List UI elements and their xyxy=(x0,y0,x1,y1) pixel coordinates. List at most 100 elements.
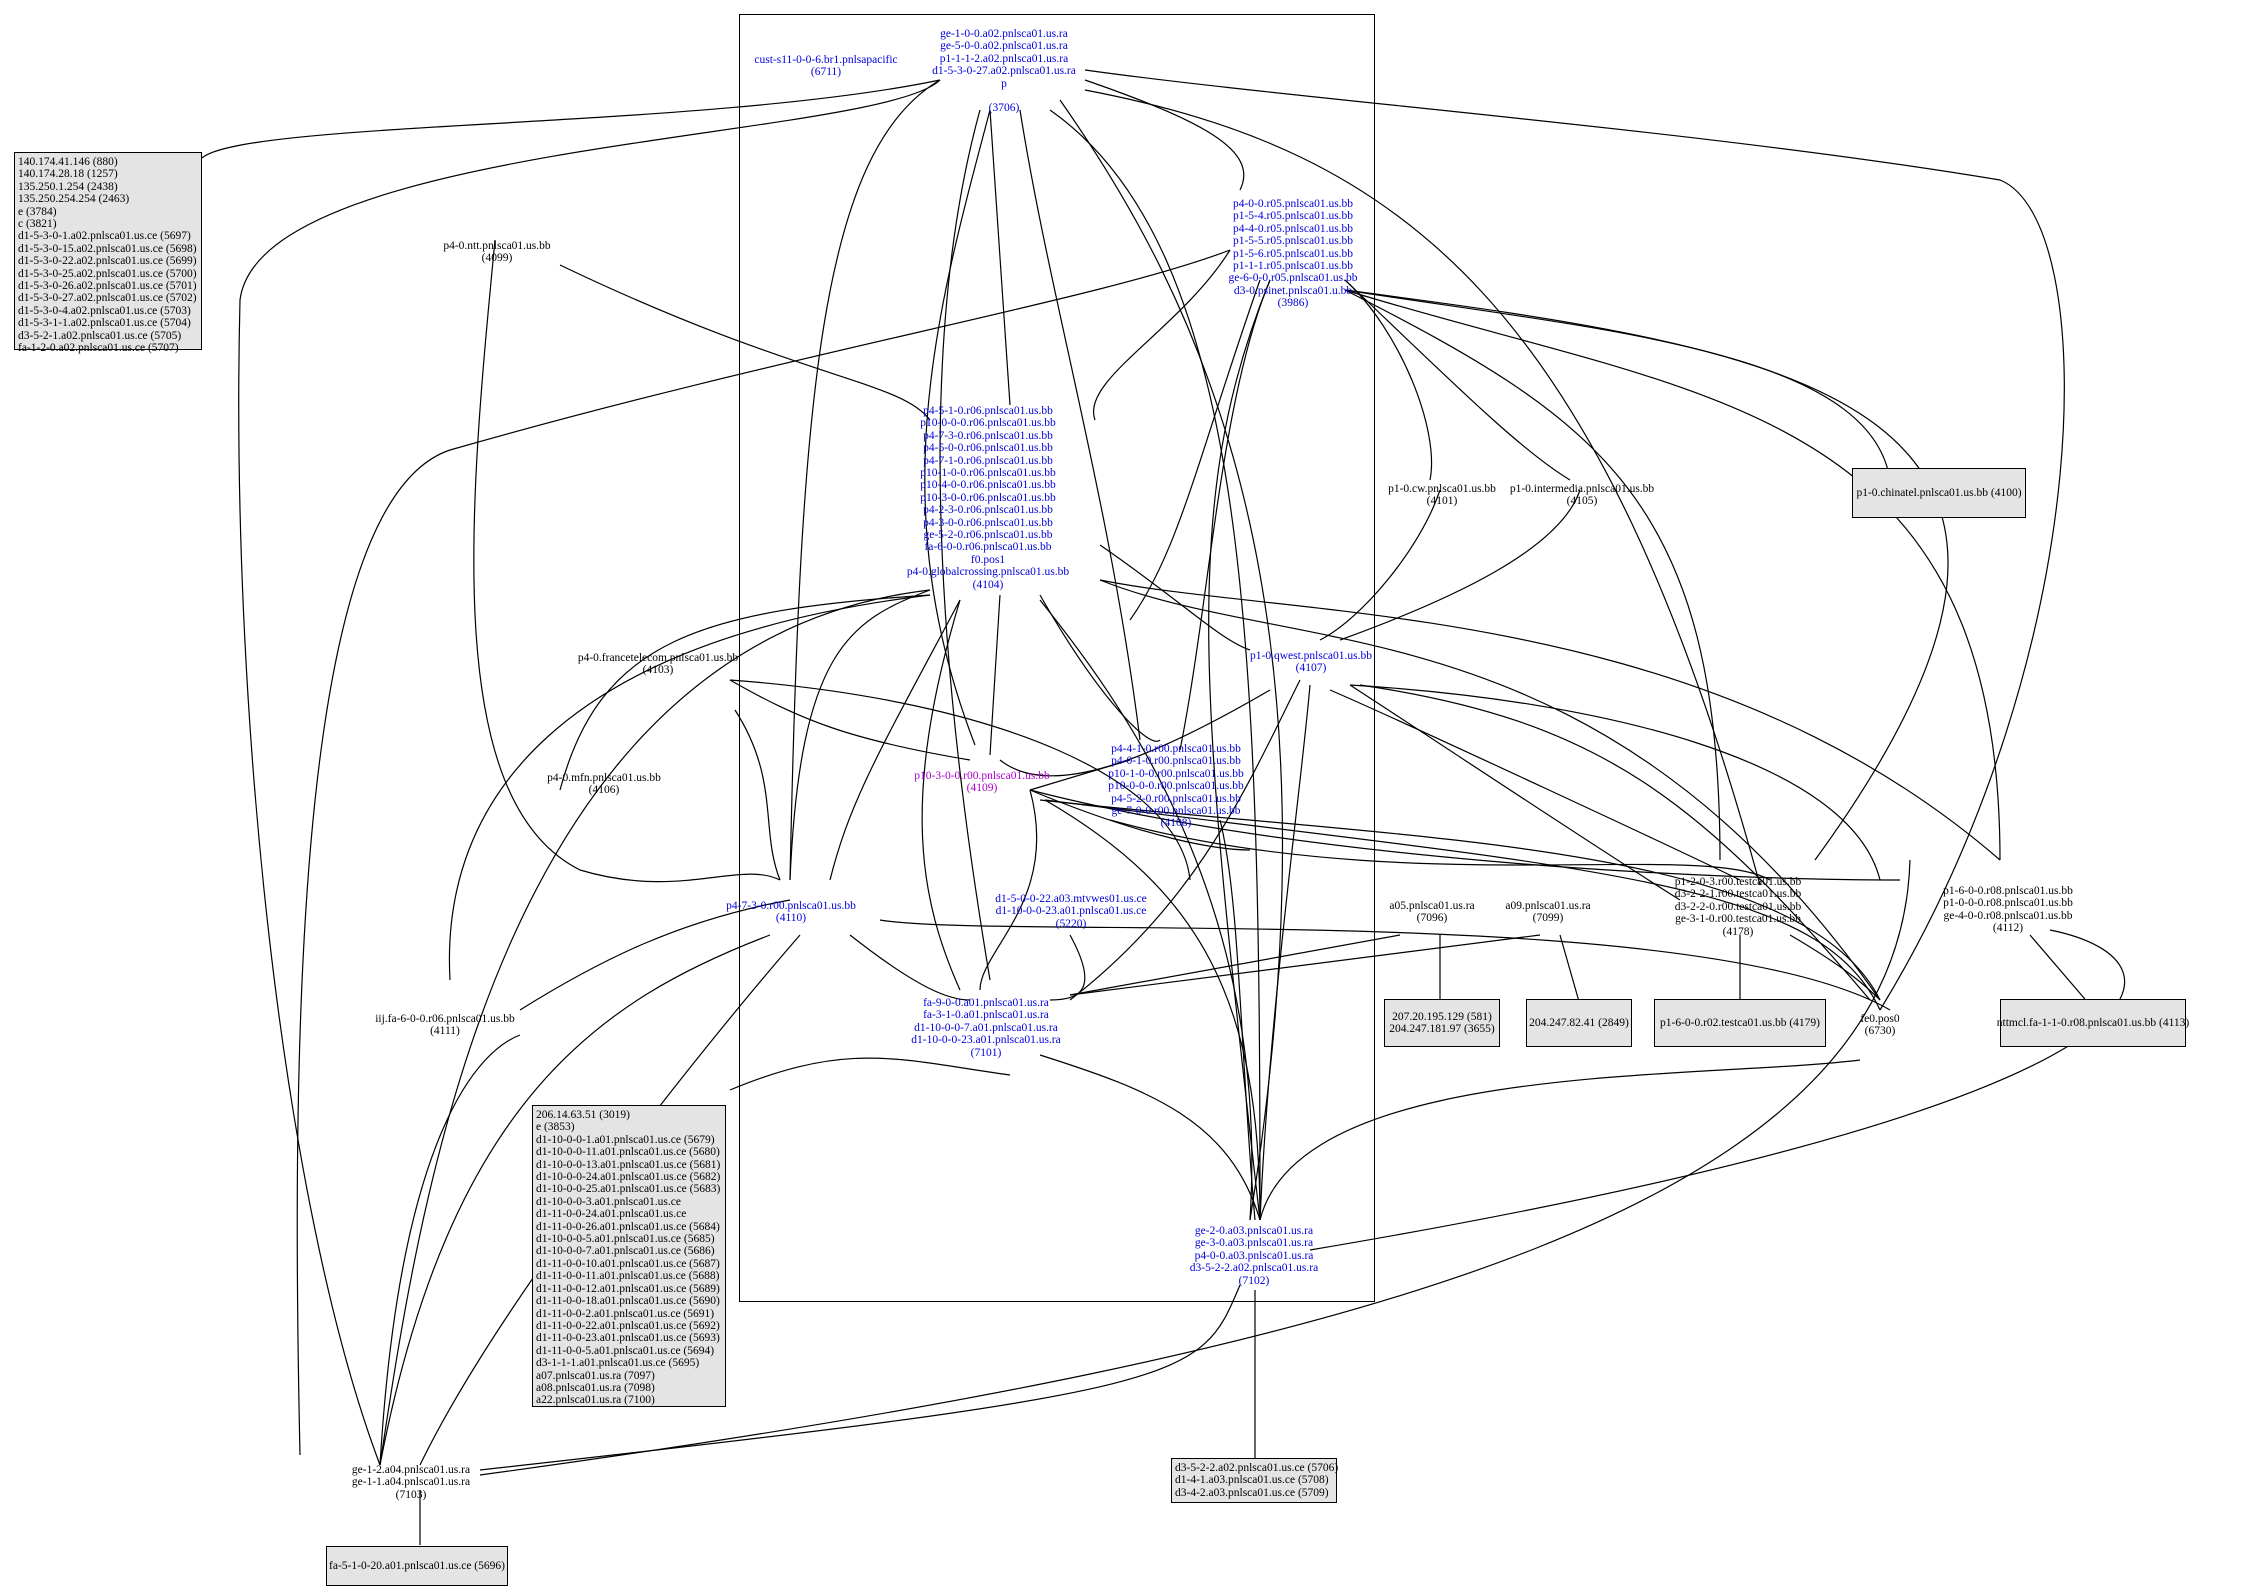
graph-edge xyxy=(1084,89,1761,886)
graph-edge xyxy=(1049,934,1086,1001)
graph-node: p10-3-0-0.r00.pnlsca01.us.bb(4109) xyxy=(914,770,1049,795)
box-label-line: d1-5-3-0-1.a02.pnlsca01.us.ce (5697) xyxy=(18,230,191,243)
node-label-line: p4-5-1-0.r06.pnlsca01.us.bb xyxy=(923,405,1053,417)
node-label-line: p10-0-0-0.r00.pnlsca01.us.bb xyxy=(1108,780,1244,793)
graph-edge xyxy=(1344,289,1891,481)
node-label-line: (7102) xyxy=(1238,1274,1270,1287)
box-label-line: d1-11-0-0-2.a01.pnlsca01.us.ce (5691) xyxy=(536,1307,715,1320)
box-label-line: d1-4-1.a03.pnlsca01.us.ce (5708) xyxy=(1175,1474,1329,1487)
node-label-line: (7103) xyxy=(395,1488,427,1501)
node-label-line: p4-0-0.r05.pnlsca01.us.bb xyxy=(1232,198,1354,210)
address-box: nttmcl.fa-1-1-0.r08.pnlsca01.us.bb (4113… xyxy=(1996,999,2190,1047)
box-label-line: nttmcl.fa-1-1-0.r08.pnlsca01.us.bb (4113… xyxy=(1996,1016,2190,1029)
box-label-line: d1-10-0-0-1.a01.pnlsca01.us.ce (5679) xyxy=(536,1133,715,1146)
graph-edge xyxy=(1259,684,1311,1221)
box-label-line: 140.174.41.146 (880) xyxy=(18,156,118,168)
box-label-line: d1-11-0-0-22.a01.pnlsca01.us.ce (5692) xyxy=(536,1319,720,1332)
box-label-line: a08.pnlsca01.us.ra (7098) xyxy=(536,1381,655,1394)
node-label-line: (3706) xyxy=(988,102,1020,115)
graph-edge xyxy=(729,1057,1011,1091)
node-label-line: fa-6-0-0.r06.pnlsca01.us.bb xyxy=(924,541,1052,554)
graph-node: p4-0.francetelecom.pnlsca01.us.bb(4103) xyxy=(578,652,738,677)
graph-edge xyxy=(989,109,1011,406)
graph-edge xyxy=(519,899,791,1011)
graph-edge xyxy=(479,859,1911,1476)
box-label-line: d1-5-3-0-15.a02.pnlsca01.us.ce (5698) xyxy=(18,242,197,255)
node-label-line: p10-0-0-0.r06.pnlsca01.us.bb xyxy=(920,417,1056,430)
graph-edge xyxy=(1049,109,1261,1221)
node-label-line: f0.pos1 xyxy=(970,553,1006,566)
graph-node: p4-0.mfn.pnlsca01.us.bb(4106) xyxy=(547,772,661,797)
graph-edge xyxy=(1109,819,1771,881)
node-label-line: (4101) xyxy=(1426,495,1458,508)
node-label-line: fa-9-0-0.a01.pnlsca01.us.ra xyxy=(923,997,1049,1009)
graph-edge xyxy=(1092,249,1231,421)
node-label-line: p1-0.qwest.pnlsca01.us.bb xyxy=(1249,650,1373,662)
box-label-line: 135.250.1.254 (2438) xyxy=(18,180,118,193)
box-label-line: d1-10-0-0-7.a01.pnlsca01.us.ce (5686) xyxy=(536,1245,715,1258)
graph-edge xyxy=(989,594,1001,756)
address-box: p1-0.chinatel.pnlsca01.us.bb (4100) xyxy=(1852,468,2026,518)
node-label-line: (4109) xyxy=(966,782,998,795)
node-label-line: p4-0.globalcrossing.pnlsca01.us.bb xyxy=(906,566,1070,579)
node-label-line: p10-4-0-0.r06.pnlsca01.us.bb xyxy=(920,479,1056,492)
box-label-line: d1-11-0-0-11.a01.pnlsca01.us.ce (5688) xyxy=(536,1270,720,1283)
node-label-line: ge-4-0-0.r08.pnlsca01.us.bb xyxy=(1943,909,2073,922)
node-label-line: (4104) xyxy=(972,578,1004,591)
graph-edge xyxy=(1019,109,1141,741)
node-label-line: (4111) xyxy=(430,1025,460,1038)
graph-edge xyxy=(1179,279,1271,751)
node-label-line: cust-s11-0-0-6.br1.pnlsapacific xyxy=(754,54,898,66)
node-label-line: p4-2-3-0.r06.pnlsca01.us.bb xyxy=(923,504,1053,517)
graph-edge xyxy=(1029,789,1901,881)
node-label-line: fe0.pos0 xyxy=(1860,1013,1900,1025)
box-label-line: 204.247.82.41 (2849) xyxy=(1529,1016,1629,1029)
node-label-line: p4-5-0-0.r06.pnlsca01.us.bb xyxy=(923,442,1053,455)
graph-node: a09.pnlsca01.us.ra(7099) xyxy=(1505,900,1590,925)
node-label-line: (5220) xyxy=(1055,917,1087,930)
box-label-line: e (3784) xyxy=(18,205,57,218)
graph-edge xyxy=(979,789,1038,991)
box-label-line: d1-10-0-0-3.a01.pnlsca01.us.ce xyxy=(536,1195,681,1208)
box-label-line: d1-11-0-0-24.a01.pnlsca01.us.ce xyxy=(536,1208,687,1221)
box-label-line: a22.pnlsca01.us.ra (7100) xyxy=(536,1394,655,1407)
graph-edge xyxy=(789,589,931,881)
graph-edge xyxy=(199,79,941,161)
graph-edge xyxy=(1039,599,1253,1221)
graph-edge xyxy=(1084,79,1245,191)
graph-edge xyxy=(1059,99,1284,1221)
node-label-line: p4-0.francetelecom.pnlsca01.us.bb xyxy=(577,652,739,664)
graph-node: p1-0.qwest.pnlsca01.us.bb(4107) xyxy=(1250,650,1372,675)
graph-edge xyxy=(1029,759,1131,791)
node-label-line: p4-4-0.r05.pnlsca01.us.bb xyxy=(1232,222,1354,235)
box-label-line: d1-10-0-0-24.a01.pnlsca01.us.ce (5682) xyxy=(536,1171,721,1184)
graph-edge xyxy=(1309,929,2126,1251)
box-label-line: a07.pnlsca01.us.ra (7097) xyxy=(536,1369,655,1382)
graph-edge xyxy=(1344,279,1433,481)
box-label-line: d1-5-3-0-25.a02.pnlsca01.us.ce (5700) xyxy=(18,267,197,280)
box-label-line: d1-5-3-1-1.a02.pnlsca01.us.ce (5704) xyxy=(18,317,191,330)
node-label-line: ge-7-0-0.r00.pnlsca01.us.bb xyxy=(1111,805,1241,818)
box-label-line: d3-5-2-2.a02.pnlsca01.us.ce (5706) xyxy=(1175,1462,1339,1474)
node-label-line: p1-5-5.r05.pnlsca01.us.bb xyxy=(1232,235,1354,248)
node-label-line: p10-3-0-0.r06.pnlsca01.us.bb xyxy=(920,491,1056,504)
node-label-line: ge-3-0.a03.pnlsca01.us.ra xyxy=(1194,1237,1314,1250)
node-label-line: ge-6-0-0.r05.pnlsca01.us.bb xyxy=(1228,272,1358,285)
node-label-line: (4108) xyxy=(1160,817,1192,830)
graph-edge xyxy=(1319,489,1441,641)
node-label-line: p1-5-4.r05.pnlsca01.us.bb xyxy=(1232,210,1354,223)
graph-edge xyxy=(1208,279,1271,1221)
graph-edge xyxy=(879,919,1891,1011)
node-label-line: p4-7-1-0.r06.pnlsca01.us.bb xyxy=(923,454,1053,467)
graph-node: fe0.pos0(6730) xyxy=(1860,1013,1899,1038)
node-label-line: (4105) xyxy=(1566,495,1598,508)
graph-edge xyxy=(1344,279,1571,481)
graph-edge xyxy=(1069,934,1401,996)
node-label-line: ge-5-2-0.r06.pnlsca01.us.bb xyxy=(923,529,1053,542)
node-label-line xyxy=(932,90,1076,102)
